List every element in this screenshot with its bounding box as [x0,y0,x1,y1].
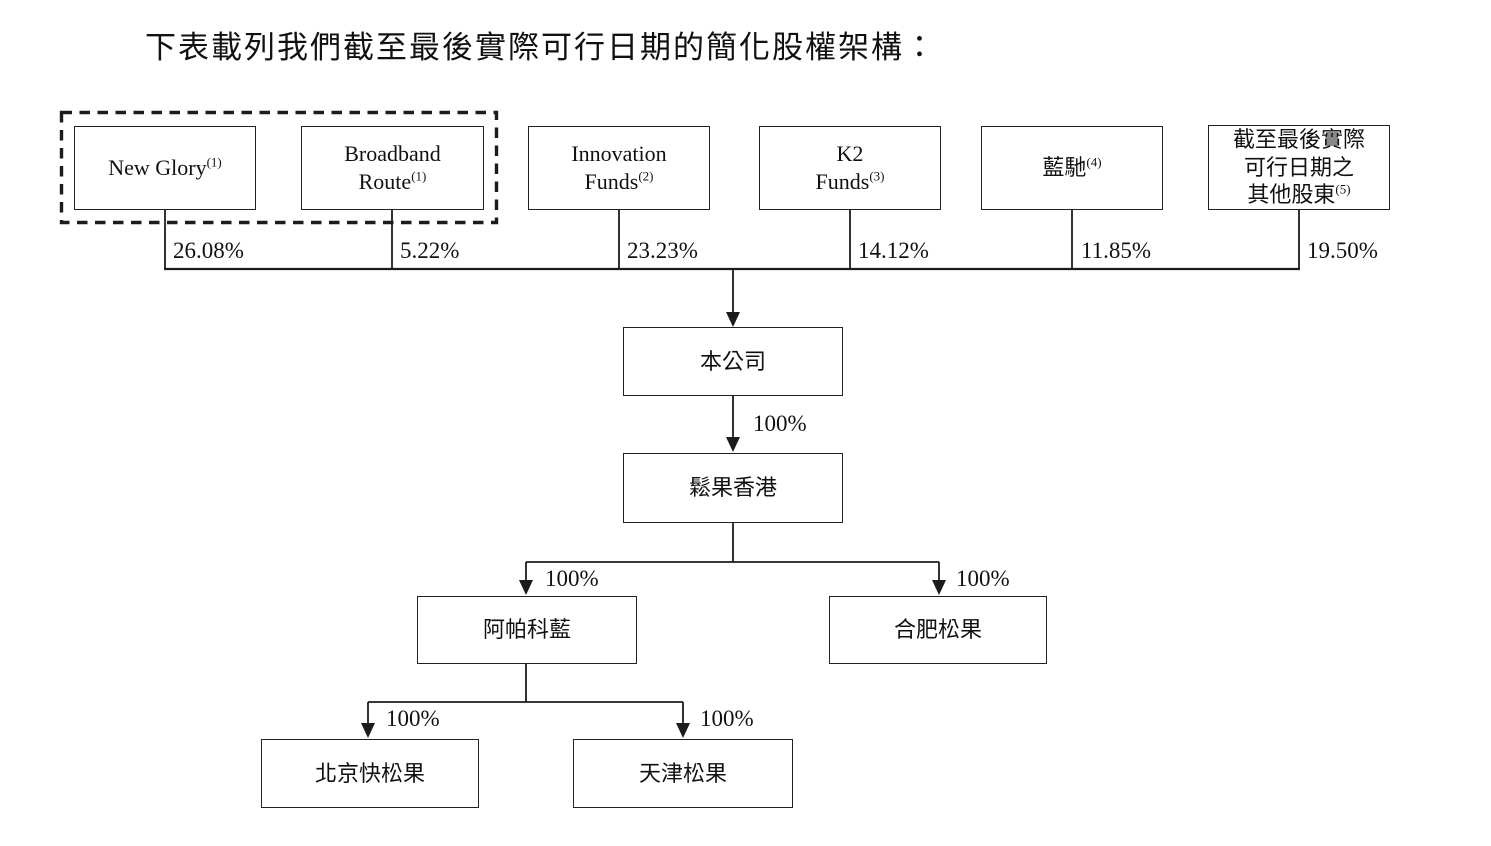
entity-label-line: 截至最後實際 [1232,126,1365,152]
ownership-label-songguo-hk: 100% [753,411,807,436]
entity-box-new-glory: New Glory(1) [74,126,256,210]
diagram-title: 下表載列我們截至最後實際可行日期的簡化股權架構： [145,30,937,65]
entity-label-line: Funds(2) [584,168,654,194]
entity-label-line: 天津松果 [638,760,727,786]
footnote-superscript: (5) [1335,182,1351,198]
footnote-superscript: (1) [411,168,427,184]
entity-box-beijing-kuai-songguo: 北京快松果 [261,739,479,808]
entity-label-line: 其他股東(5) [1247,182,1351,208]
entity-box-lanchi: 藍馳(4) [981,126,1163,210]
ownership-label-beijing-kuai-songguo: 100% [386,706,440,731]
entity-box-apake-lan: 阿帕科藍 [417,596,637,664]
entity-label-line: 合肥松果 [893,617,982,643]
entity-label-line: New Glory(1) [108,154,222,181]
footnote-superscript: (1) [206,154,222,170]
ownership-label-new-glory: 26.08% [173,238,244,263]
dashed-group-outline [59,110,499,225]
ownership-label-tianjin-songguo: 100% [700,706,754,731]
entity-label-line: 本公司 [699,348,766,374]
entity-label-line: 北京快松果 [314,760,425,786]
entity-box-company: 本公司 [623,327,843,396]
footnote-superscript: (2) [638,168,654,184]
entity-label-line: K2 [836,141,864,167]
entity-label-line: 阿帕科藍 [482,617,571,643]
entity-label-line: Innovation [571,141,667,167]
footnote-superscript: (4) [1086,154,1102,170]
entity-box-songguo-hk: 鬆果香港 [623,453,843,523]
entity-box-other-shareholders: 截至最後實際可行日期之其他股東(5) [1208,125,1390,210]
entity-box-hefei-songguo: 合肥松果 [829,596,1047,664]
ownership-label-other-shareholders: 19.50% [1307,238,1378,263]
entity-label-line: Funds(3) [815,168,885,194]
entity-box-tianjin-songguo: 天津松果 [573,739,793,808]
entity-label-line: 鬆果香港 [688,475,777,501]
entity-label-line: Route(1) [358,168,427,194]
ownership-label-lanchi: 11.85% [1081,238,1152,263]
entity-label-line: 可行日期之 [1243,154,1354,180]
ownership-label-broadband-route: 5.22% [400,238,460,263]
ownership-label-apake-lan: 100% [545,566,599,591]
ownership-label-hefei-songguo: 100% [956,566,1010,591]
entity-label-line: 藍馳(4) [1042,154,1102,181]
ownership-label-k2-funds: 14.12% [858,238,929,263]
footnote-superscript: (3) [869,168,885,184]
ownership-label-innovation-funds: 23.23% [627,238,698,263]
entity-label-line: Broadband [344,141,441,167]
